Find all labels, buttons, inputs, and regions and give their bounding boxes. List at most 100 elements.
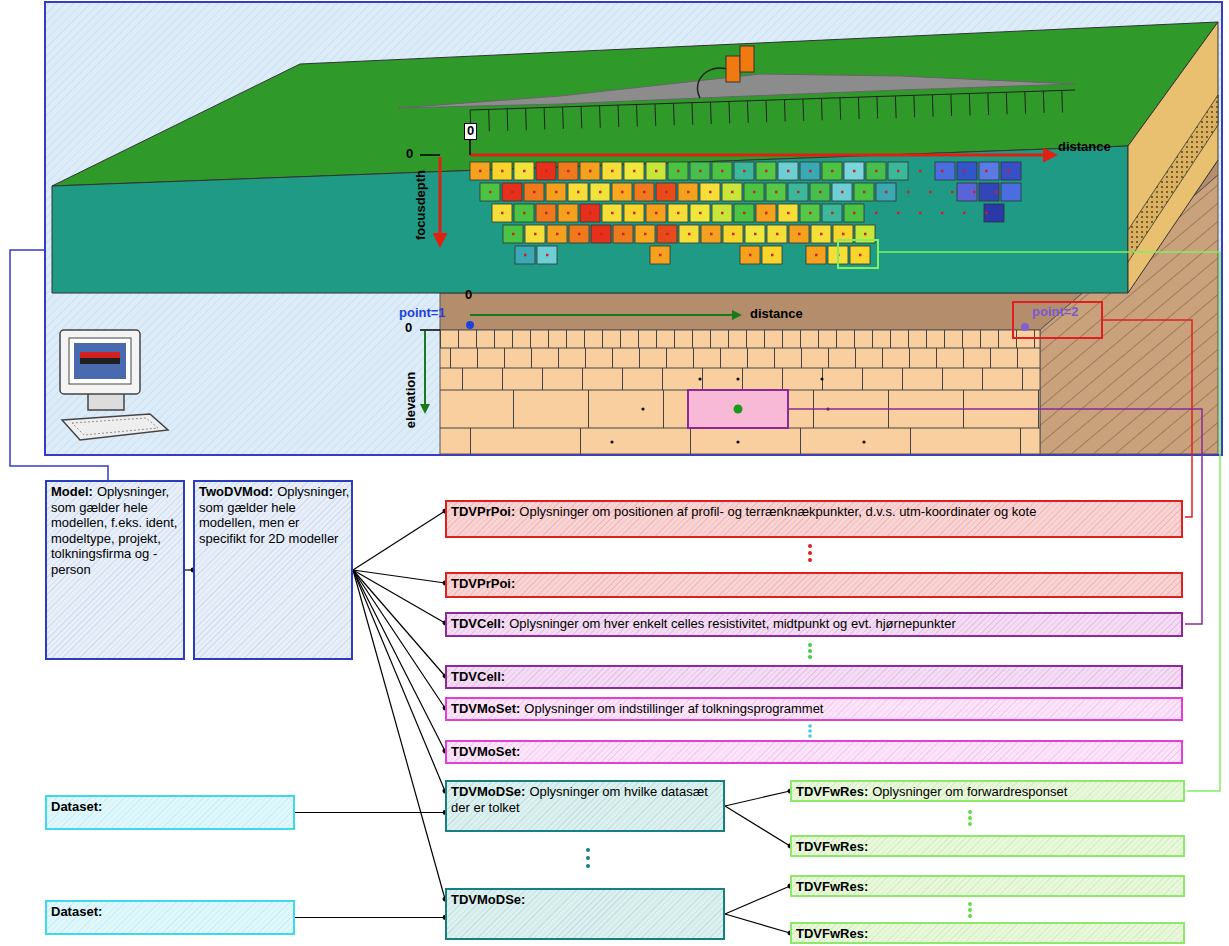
axis-origin: 0 (465, 288, 472, 303)
continuation-dots-part (968, 810, 972, 814)
entity-box: Model:Oplysninger, som gælder hele model… (45, 480, 185, 660)
table-box: TDVPrPoi: (445, 572, 1183, 598)
lower-block-part (734, 405, 743, 414)
lower-block-part-part (698, 377, 701, 380)
cell-midpoints (479, 171, 1012, 255)
electrode-profile-part (726, 56, 740, 82)
lower-block-part-part (610, 440, 613, 443)
electrode-profile-part (470, 101, 1075, 121)
table-box: TDVCell:Oplysninger om hver enkelt celle… (445, 612, 1183, 637)
connector (725, 806, 790, 846)
lower-block-part (440, 368, 1040, 390)
computer-icon-part (72, 418, 158, 435)
connector (353, 570, 445, 751)
continuation-dots-part (808, 643, 812, 647)
model-cells-part (957, 162, 977, 180)
electrode-profile-part (740, 46, 754, 72)
model-cells-part (935, 162, 955, 180)
table-box: TDVMoDSe:Oplysninger om hvilke datasæt d… (445, 780, 725, 832)
connector (725, 914, 790, 933)
connector (295, 812, 445, 813)
axes-part (424, 331, 426, 412)
lower-block-part (610, 377, 865, 443)
continuation-dots-part (968, 822, 972, 826)
table-box: TDVFwRes: (790, 922, 1185, 944)
computer-icon-part (60, 330, 140, 394)
connector (353, 570, 445, 708)
connector (295, 917, 445, 918)
axes-part (838, 240, 878, 268)
box-heading: TDVMoSet: (451, 701, 520, 716)
lower-block-part (440, 348, 1040, 368)
computer-icon-part (69, 338, 131, 384)
connector (353, 511, 445, 570)
continuation-dots-part (586, 856, 590, 860)
computer-icon (60, 330, 168, 440)
continuation-dots-part (808, 649, 812, 653)
leader-lines-part (10, 250, 108, 480)
continuation-dots-part (808, 655, 812, 659)
continuation-dots-part (808, 724, 812, 728)
cell-midpoints-part (815, 254, 864, 257)
continuation-dots-part (808, 734, 812, 738)
table-box: TDVMoSet: (445, 740, 1183, 764)
box-heading: Dataset: (51, 799, 102, 814)
model-cells-part (650, 246, 670, 264)
axes-part (1021, 323, 1029, 331)
leader-lines-part (1102, 320, 1192, 517)
connector (353, 570, 445, 791)
cell-midpoints-part (659, 254, 662, 257)
connector (353, 570, 445, 583)
box-heading: TDVPrPoi: (451, 504, 515, 519)
lower-block-part-part (641, 407, 644, 410)
axes-part (470, 154, 1055, 157)
illustration-panel-part (45, 2, 1222, 455)
dataset-box: Dataset: (45, 900, 295, 935)
model-cells-part (979, 162, 999, 180)
electrode-profile-part (470, 90, 1075, 110)
cell-midpoints-part (501, 212, 995, 215)
axes-part (420, 154, 440, 156)
table-box: TDVFwRes: Oplysninger om forwardresponset (790, 780, 1185, 802)
box-heading: Model: (51, 484, 93, 499)
axes-part (470, 314, 740, 316)
model-cells-part (1001, 162, 1021, 180)
axis-label: distance (750, 307, 803, 322)
box-description: Oplysninger om hver enkelt celles resist… (509, 616, 956, 631)
axis-origin: 0 (464, 123, 477, 140)
lower-block-part-part (820, 377, 823, 380)
lower-block-part-part (440, 368, 1040, 369)
cell-midpoints-part (479, 170, 1012, 173)
table-box: TDVMoDSe: (445, 888, 725, 940)
table-box: TDVFwRes: (790, 835, 1185, 857)
table-box: TDVPrPoi: Oplysninger om positionen af pr… (445, 500, 1183, 538)
box-heading: TwoDVMod: (199, 484, 273, 499)
lower-block-part (440, 428, 1040, 454)
computer-icon-part (80, 358, 120, 364)
cell-midpoints-part (512, 233, 867, 236)
continuation-dots-part (808, 544, 812, 548)
lower-block-part-part (736, 377, 739, 380)
leader-lines (10, 250, 1220, 791)
axes-part (439, 157, 442, 245)
continuation-dots-part (808, 551, 812, 555)
axes-part (420, 329, 440, 331)
illustration-panel (45, 2, 1222, 455)
entity-box: TwoDVMod:Oplysninger, som gælder hele mo… (193, 480, 353, 660)
box-heading: TDVCell: (451, 669, 505, 684)
point-label: point=2 (1032, 305, 1079, 320)
continuation-dots-part (586, 848, 590, 852)
box-description: Oplysninger om forwardresponset (872, 784, 1067, 799)
box-heading: TDVMoSet: (451, 744, 520, 759)
electrode-profile-part (697, 68, 730, 98)
box-heading: TDVFwRes: (796, 879, 868, 894)
cell-midpoints-part (749, 254, 776, 257)
continuation-dots-part (808, 558, 812, 562)
model-cells (470, 162, 1021, 264)
box-description: Oplysninger om positionen af profil- og … (519, 504, 1036, 519)
continuation-dots-part (968, 914, 972, 918)
continuation-dots-part (586, 864, 590, 868)
box-heading: TDVFwRes: (796, 784, 868, 799)
continuation-dots-part (808, 729, 812, 733)
